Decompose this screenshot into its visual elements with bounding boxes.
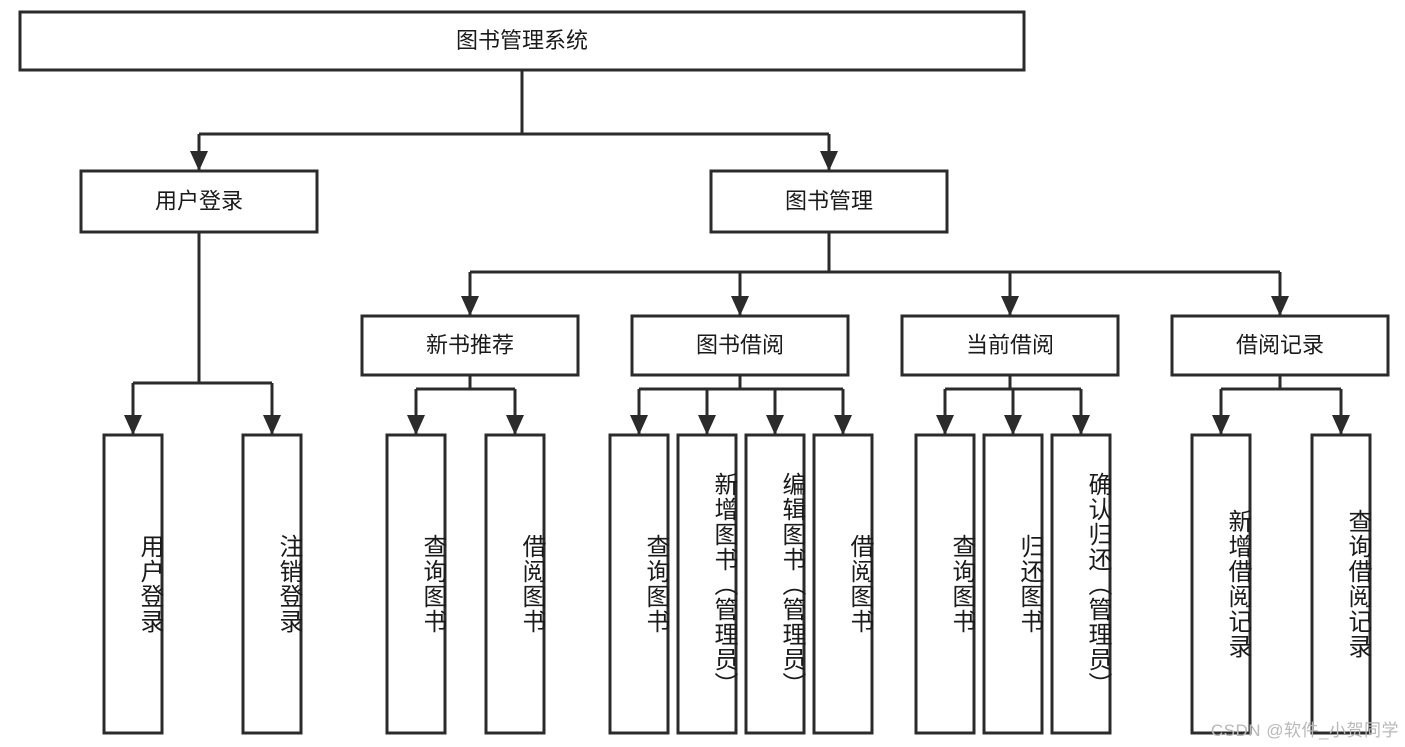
arrow-head xyxy=(820,151,838,171)
node-box xyxy=(676,433,738,735)
node-label: 当前借阅 xyxy=(966,332,1054,357)
node-box xyxy=(18,10,1026,72)
node-box xyxy=(102,433,164,735)
node-leaf-confirm-return[interactable] xyxy=(1050,433,1112,735)
node-book-manage[interactable]: 图书管理 xyxy=(709,169,949,234)
node-leaf-edit-book[interactable] xyxy=(744,433,806,735)
node-box xyxy=(360,314,580,377)
arrow-head xyxy=(834,415,852,435)
edge-group-borrow-record xyxy=(1212,375,1350,435)
node-box xyxy=(744,433,806,735)
node-box xyxy=(79,169,319,234)
arrow-head xyxy=(630,415,648,435)
node-label: 图书借阅 xyxy=(696,332,784,357)
node-leaf-query-book-2[interactable] xyxy=(608,433,670,735)
node-box xyxy=(914,433,976,735)
node-leaf-borrow-book-1[interactable] xyxy=(484,433,546,735)
node-leaf-query-record[interactable] xyxy=(1310,433,1372,735)
node-box xyxy=(484,433,546,735)
edge-group-new-book-rec xyxy=(407,375,524,435)
arrow-head xyxy=(124,415,142,435)
node-label: 新书推荐 xyxy=(426,332,514,357)
node-leaf-user-login[interactable] xyxy=(102,433,164,735)
node-label: 用户登录 xyxy=(155,188,243,213)
node-leaf-query-book-3[interactable] xyxy=(914,433,976,735)
node-leaf-add-record[interactable] xyxy=(1190,433,1252,735)
arrow-head xyxy=(1072,415,1090,435)
arrow-head xyxy=(1271,296,1289,316)
arrow-head xyxy=(936,415,954,435)
edge-group-current-borrow xyxy=(936,375,1090,435)
watermark-text: CSDN @软件_小贺同学 xyxy=(1210,721,1399,740)
node-box xyxy=(385,433,447,735)
arrow-head xyxy=(263,415,281,435)
arrow-head xyxy=(1004,415,1022,435)
edge-group-book-manage xyxy=(461,232,1289,316)
arrow-head xyxy=(1332,415,1350,435)
node-borrow-record[interactable]: 借阅记录 xyxy=(1170,314,1390,377)
arrow-head xyxy=(1001,296,1019,316)
node-box xyxy=(982,433,1044,735)
node-leaf-query-book-1[interactable] xyxy=(385,433,447,735)
node-label: 借阅记录 xyxy=(1236,332,1324,357)
node-box xyxy=(241,433,303,735)
node-new-book-rec[interactable]: 新书推荐 xyxy=(360,314,580,377)
node-box xyxy=(709,169,949,234)
arrow-head xyxy=(1212,415,1230,435)
arrow-head xyxy=(731,296,749,316)
node-box xyxy=(1170,314,1390,377)
node-book-borrow[interactable]: 图书借阅 xyxy=(630,314,850,377)
arrow-head xyxy=(766,415,784,435)
node-box xyxy=(1310,433,1372,735)
node-box xyxy=(900,314,1120,377)
node-box xyxy=(630,314,850,377)
node-leaf-add-book[interactable] xyxy=(676,433,738,735)
edge-group-book-borrow xyxy=(630,375,852,435)
node-label: 图书管理 xyxy=(785,188,873,213)
node-user-login[interactable]: 用户登录 xyxy=(79,169,319,234)
edge-group-user-login xyxy=(124,232,281,435)
node-box xyxy=(608,433,670,735)
node-leaf-return-book[interactable] xyxy=(982,433,1044,735)
arrow-head xyxy=(461,296,479,316)
node-box xyxy=(1190,433,1252,735)
node-leaf-borrow-book-2[interactable] xyxy=(812,433,874,735)
node-box xyxy=(812,433,874,735)
arrow-head xyxy=(698,415,716,435)
node-leaf-user-logout[interactable] xyxy=(241,433,303,735)
edge-group-root xyxy=(190,70,838,171)
arrow-head xyxy=(190,151,208,171)
arrow-head xyxy=(506,415,524,435)
edge-layer xyxy=(124,70,1350,435)
node-label: 图书管理系统 xyxy=(456,28,588,53)
node-current-borrow[interactable]: 当前借阅 xyxy=(900,314,1120,377)
arrow-head xyxy=(407,415,425,435)
node-box xyxy=(1050,433,1112,735)
node-root[interactable]: 图书管理系统 xyxy=(18,10,1026,72)
